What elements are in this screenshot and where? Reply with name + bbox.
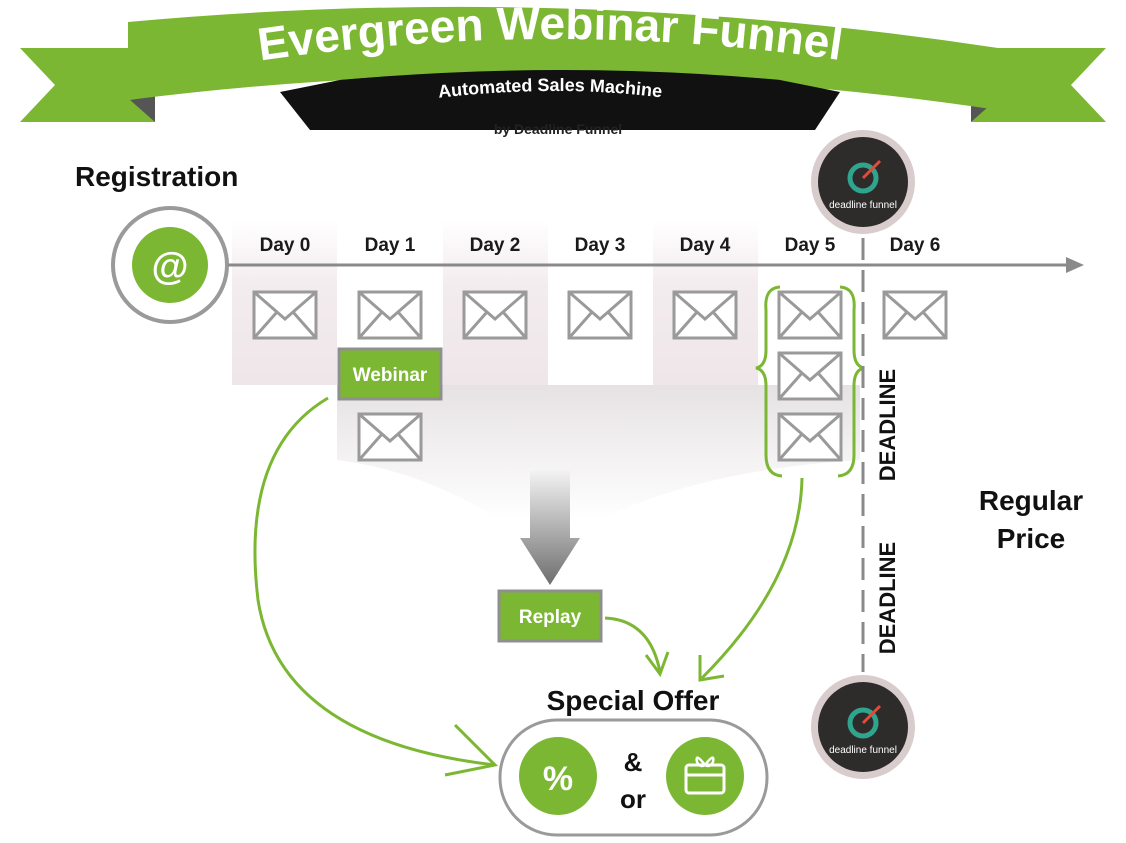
webinar-to-offer-arrow (253, 396, 496, 767)
day-label: Day 3 (575, 235, 626, 256)
registration-label: Registration (75, 161, 238, 192)
arrowhead (644, 651, 670, 678)
title-banner: Evergreen Webinar Funnel Automated Sales… (20, 0, 1106, 137)
email-icon (672, 290, 738, 340)
deadline-label: DEADLINE (875, 369, 900, 481)
day-label: Day 5 (785, 235, 836, 256)
funnel-arrow (520, 470, 580, 585)
replay-label: Replay (519, 607, 582, 628)
at-icon (132, 227, 208, 303)
amp-text: & (624, 747, 643, 777)
gift-card-icon (666, 737, 744, 815)
discount-icon (519, 737, 597, 815)
arrowhead (698, 655, 725, 682)
email-icon (462, 290, 528, 340)
day5-to-offer-arrow (700, 477, 804, 680)
day-label: Day 0 (260, 235, 311, 256)
webinar-label: Webinar (353, 365, 428, 386)
regular-price-line1: Regular (979, 485, 1083, 516)
stopwatch-icon (847, 707, 879, 739)
regular-price-line2: Price (997, 523, 1066, 554)
badge-text: deadline funnel (829, 745, 897, 756)
email-icon (777, 290, 843, 340)
special-offer-title: Special Offer (547, 685, 720, 716)
replay-to-offer-arrow (604, 616, 662, 673)
email-icon (777, 412, 843, 462)
email-icon (567, 290, 633, 340)
email-icon (357, 290, 423, 340)
webinar-box: Webinar (337, 347, 443, 401)
arrowhead (444, 723, 499, 777)
badge-text: deadline funnel (829, 200, 897, 211)
deadline-funnel-badge: deadline funnel (811, 675, 915, 779)
left-brace (755, 285, 783, 478)
email-icon (777, 351, 843, 401)
day-labels: Day 0 Day 1 Day 2 Day 3 Day 4 Day 5 Day … (260, 235, 941, 256)
percent-symbol: % (543, 760, 573, 798)
email-icon (252, 290, 318, 340)
day-label: Day 6 (890, 235, 941, 256)
day-label: Day 2 (470, 235, 521, 256)
email-icon (357, 412, 423, 462)
day-label: Day 1 (365, 235, 416, 256)
day-label: Day 4 (680, 235, 731, 256)
or-text: or (620, 784, 646, 814)
at-symbol: @ (151, 246, 188, 288)
funnel-shape (337, 385, 860, 520)
replay-box: Replay (497, 589, 603, 643)
timeline-arrowhead (1066, 257, 1084, 273)
email-icon (882, 290, 948, 340)
deadline-funnel-badge: deadline funnel (811, 130, 915, 234)
banner-byline: by Deadline Funnel (494, 121, 622, 137)
deadline-label: DEADLINE (875, 542, 900, 654)
stopwatch-icon (847, 162, 879, 194)
